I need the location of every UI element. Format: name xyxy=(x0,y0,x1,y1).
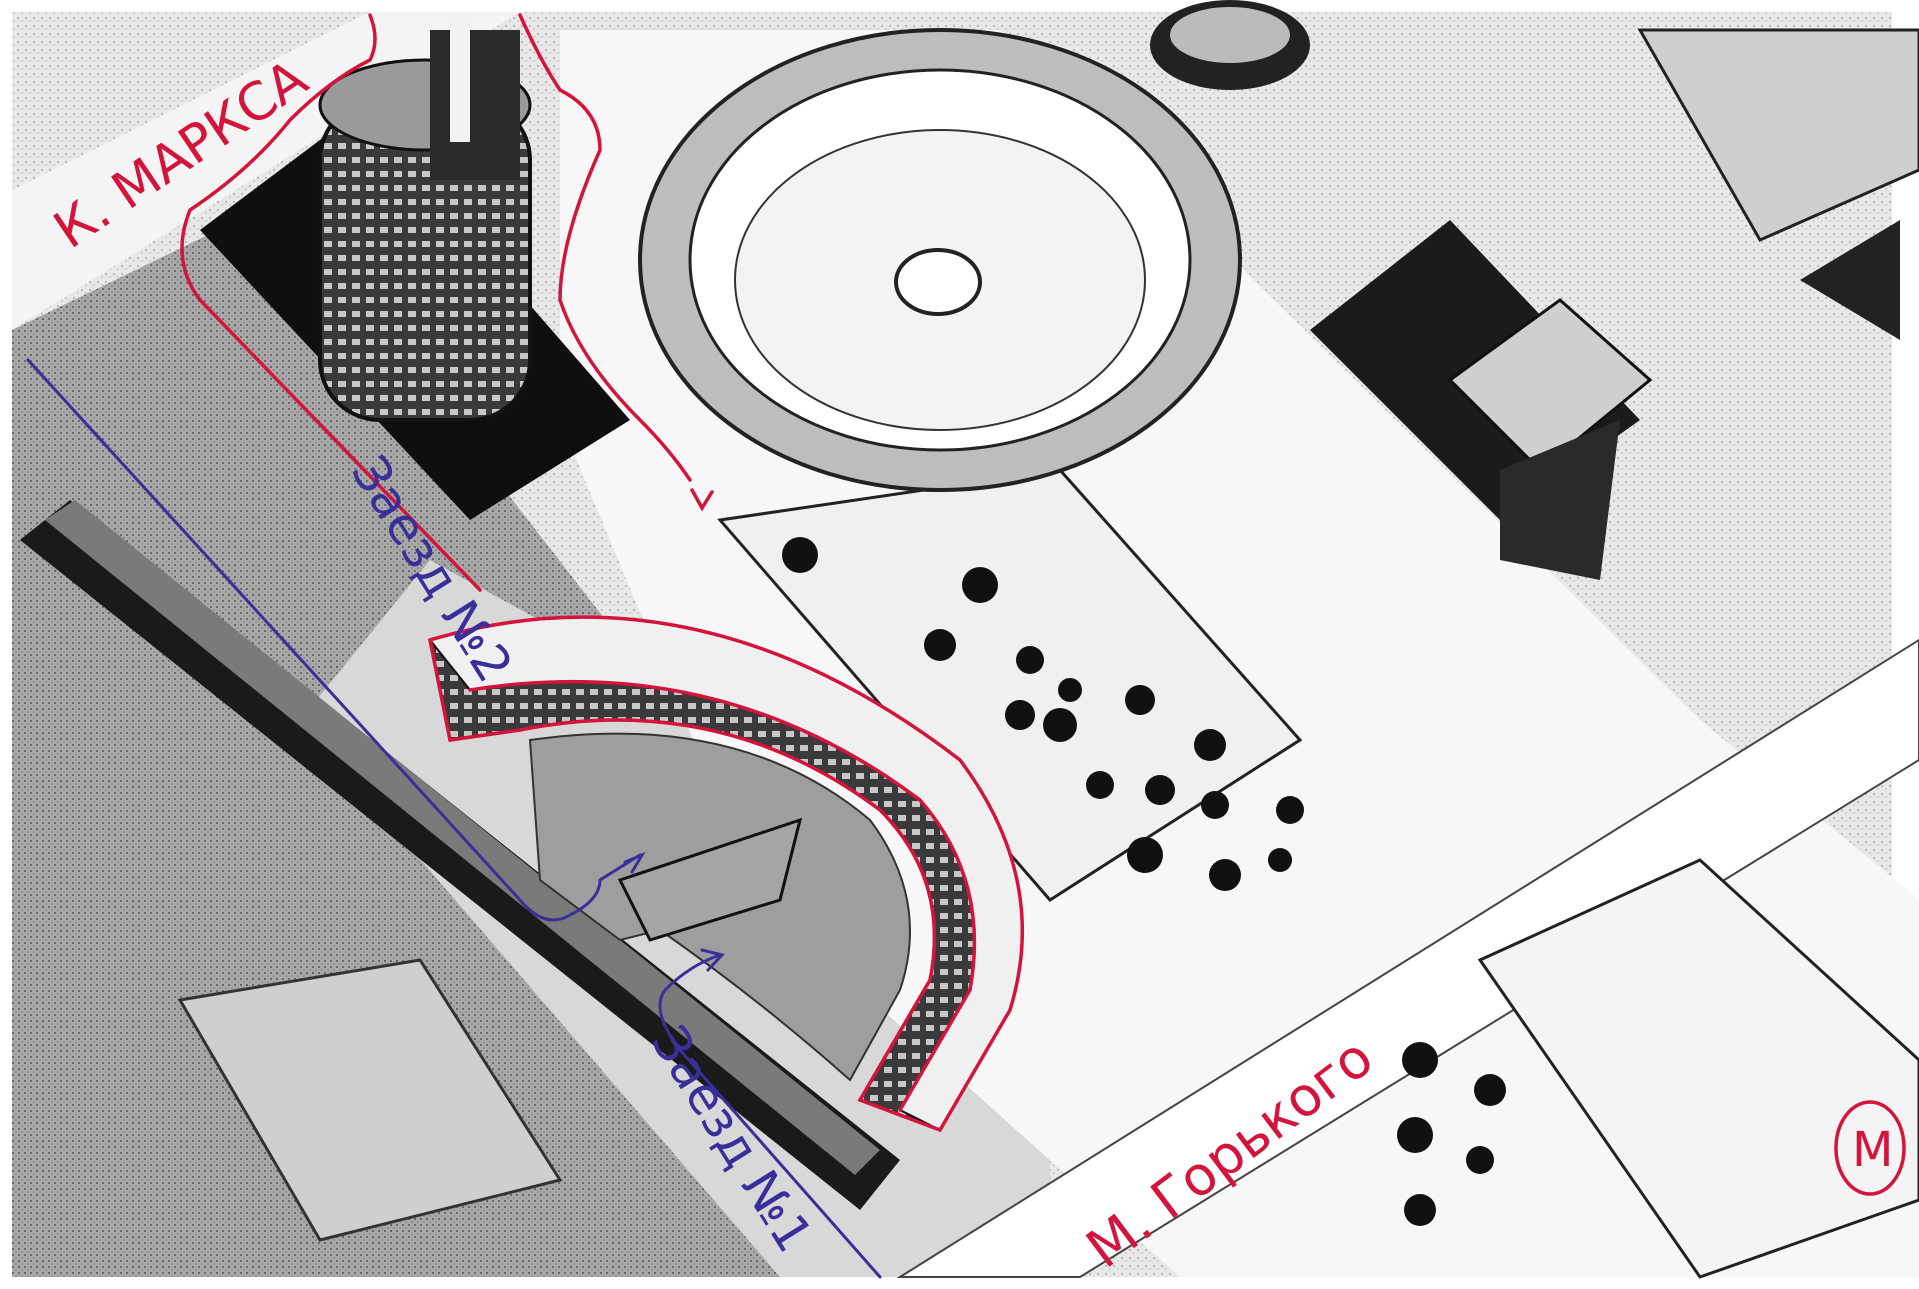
building-right-edge xyxy=(1800,220,1900,340)
red-annotations xyxy=(180,13,1906,1196)
red-outline-tower xyxy=(180,13,692,592)
tower-building xyxy=(200,12,630,520)
metro-circle xyxy=(1834,1100,1906,1196)
label-metro: М xyxy=(1852,1122,1893,1178)
blue-route-2 xyxy=(26,358,642,922)
blue-route-1 xyxy=(658,953,882,1279)
building-right-complex xyxy=(1310,220,1653,580)
red-checkmark xyxy=(690,488,714,512)
building-top-right xyxy=(1637,28,1919,242)
red-outline-horseshoe xyxy=(427,615,1025,1133)
blue-arrow-2 xyxy=(623,851,646,874)
round-plaza xyxy=(638,28,1242,492)
blue-annotations xyxy=(26,358,882,1279)
road-gorky xyxy=(896,638,1919,1278)
building-top-round-roof xyxy=(1170,7,1290,63)
park-trees xyxy=(782,537,1506,1226)
blue-arrow-1 xyxy=(700,948,725,972)
building-lower-right xyxy=(1477,858,1919,1279)
building-lower-left xyxy=(177,958,563,1242)
red-outline-horseshoe-inner xyxy=(468,679,977,1112)
